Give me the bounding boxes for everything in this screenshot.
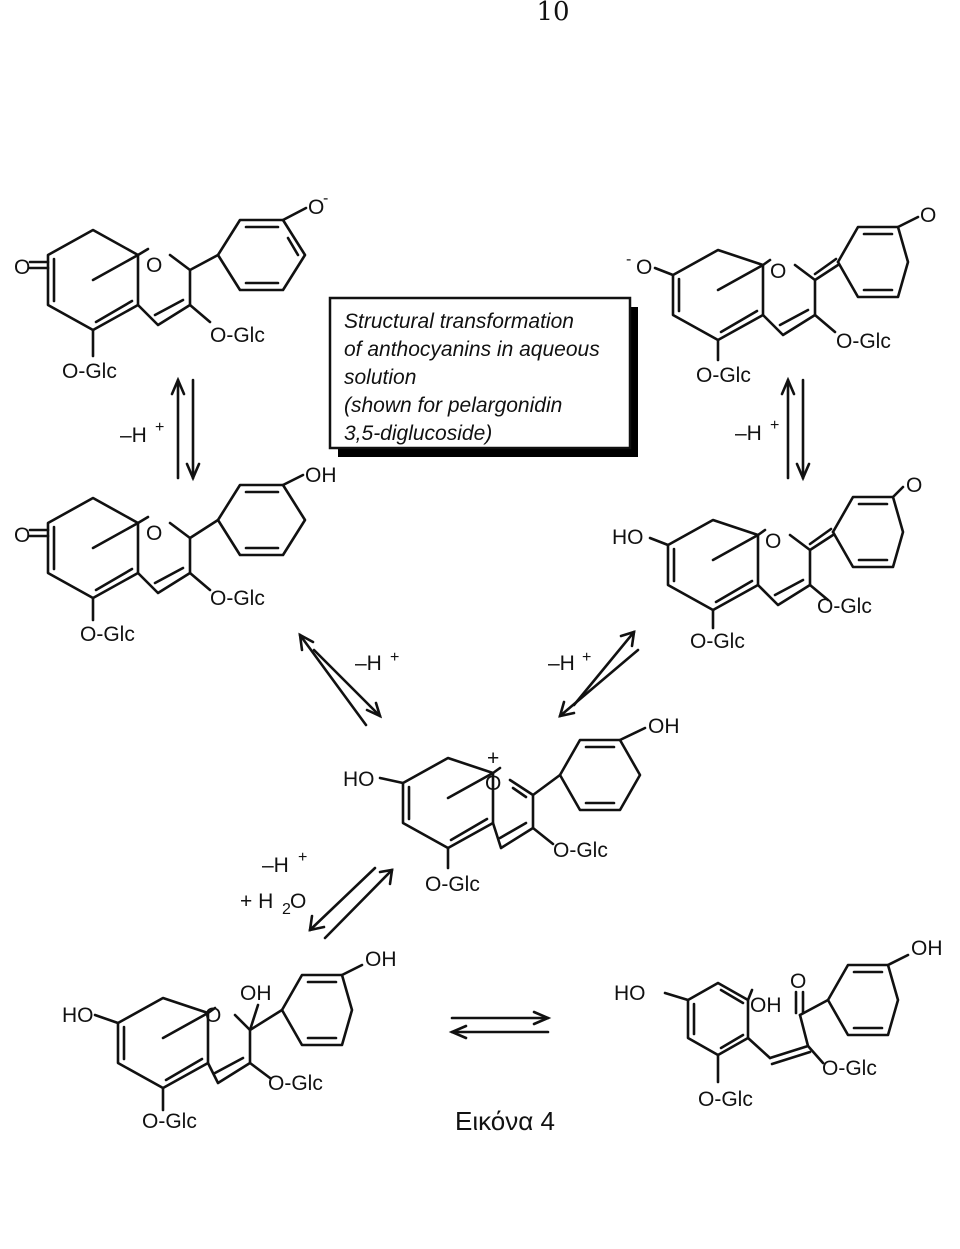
structure-mid-left: O O OH O-Glc O-Glc (14, 464, 337, 646)
ring-oxygen: O (146, 522, 162, 545)
glucoside-3: O-Glc (836, 330, 891, 353)
hydroxyl-7: HO (612, 526, 644, 549)
page-number: 10 (536, 0, 569, 27)
hydroxyl-2: OH (240, 982, 272, 1005)
flavylium-plus: + (487, 747, 499, 770)
glucoside-3: O-Glc (553, 839, 608, 862)
glucoside-5: O-Glc (425, 873, 480, 896)
phenol-oh: OH (911, 937, 943, 960)
ring-oxygen: O (146, 254, 162, 277)
glucoside-3: O-Glc (817, 595, 872, 618)
glucoside-5: O-Glc (690, 630, 745, 653)
hydroxyl-ho: HO (614, 982, 646, 1005)
phenolate-oxygen: O (308, 196, 324, 219)
ring-oxygen: O (205, 1004, 221, 1027)
plus-right-diagonal: + (582, 649, 591, 666)
hydroxyl-7: HO (343, 768, 375, 791)
oxo-oxygen: O (14, 256, 30, 279)
title-line-1: Structural transformation (344, 310, 574, 333)
structure-bottom-left-hemiketal: O HO OH OH O-Glc O-Glc (62, 948, 397, 1133)
equilibrium-right-diagonal: –H + (548, 630, 640, 718)
structure-center-flavylium: O + HO OH O-Glc O-Glc (343, 715, 680, 896)
label-subscript-2: 2 (282, 901, 291, 918)
label-left-vertical: –H (120, 424, 147, 447)
structure-mid-right: O HO O O-Glc O-Glc (612, 474, 922, 653)
ring-oxygen: O (770, 260, 786, 283)
phenolate-oxygen: O (636, 256, 652, 279)
label-hydration-proton: –H (262, 854, 289, 877)
phenol-oh: OH (648, 715, 680, 738)
phenol-oh: OH (365, 948, 397, 971)
equilibrium-right-vertical: –H + (735, 376, 811, 482)
phenol-oh: OH (305, 464, 337, 487)
glucoside-3: O-Glc (268, 1072, 323, 1095)
equilibrium-left-vertical: –H + (120, 376, 201, 482)
quinone-oxygen: O (906, 474, 922, 497)
negative-charge: - (626, 251, 631, 268)
structure-bottom-right-chalcone: HO OH O OH O-Glc O-Glc (614, 937, 943, 1111)
glucoside-5: O-Glc (142, 1110, 197, 1133)
ring-oxygen: O (485, 772, 501, 795)
equilibrium-left-diagonal: –H + (298, 632, 399, 727)
glucoside-5: O-Glc (62, 360, 117, 383)
label-plus-h: + H (240, 890, 273, 913)
title-box: Structural transformation of anthocyanin… (328, 296, 638, 457)
plus-left-vertical: + (155, 419, 164, 436)
figure-caption: Εικόνα 4 (455, 1106, 555, 1136)
hydroxyl-7: HO (62, 1004, 94, 1027)
plus-left-diagonal: + (390, 649, 399, 666)
equilibrium-hydration: –H + + H 2 O (240, 849, 394, 940)
label-right-vertical: –H (735, 422, 762, 445)
title-line-3: solution (344, 366, 416, 389)
title-line-2: of anthocyanins in aqueous (344, 338, 600, 361)
quinone-oxygen: O (920, 204, 936, 227)
title-line-4: (shown for pelargonidin (344, 394, 562, 417)
keto-oxygen: O (790, 970, 806, 993)
equilibrium-ring-opening (448, 1010, 552, 1040)
structure-top-left: O O O - O-Glc O-Glc (14, 190, 328, 383)
structure-top-right: O - O O O-Glc O-Glc (626, 204, 936, 387)
glucoside-3: O-Glc (210, 324, 265, 347)
ring-oxygen: O (765, 530, 781, 553)
label-left-diagonal: –H (355, 652, 382, 675)
plus-hydration: + (298, 849, 307, 866)
glucoside-5: O-Glc (80, 623, 135, 646)
negative-charge: - (323, 190, 328, 207)
hydroxyl-oh: OH (750, 994, 782, 1017)
label-right-diagonal: –H (548, 652, 575, 675)
glucoside-ring: O-Glc (698, 1088, 753, 1111)
title-line-5: 3,5-diglucoside) (344, 422, 492, 445)
glucoside-vinyl: O-Glc (822, 1057, 877, 1080)
glucoside-5: O-Glc (696, 364, 751, 387)
oxo-oxygen: O (14, 524, 30, 547)
label-water-o: O (290, 890, 306, 913)
glucoside-3: O-Glc (210, 587, 265, 610)
plus-right-vertical: + (770, 417, 779, 434)
